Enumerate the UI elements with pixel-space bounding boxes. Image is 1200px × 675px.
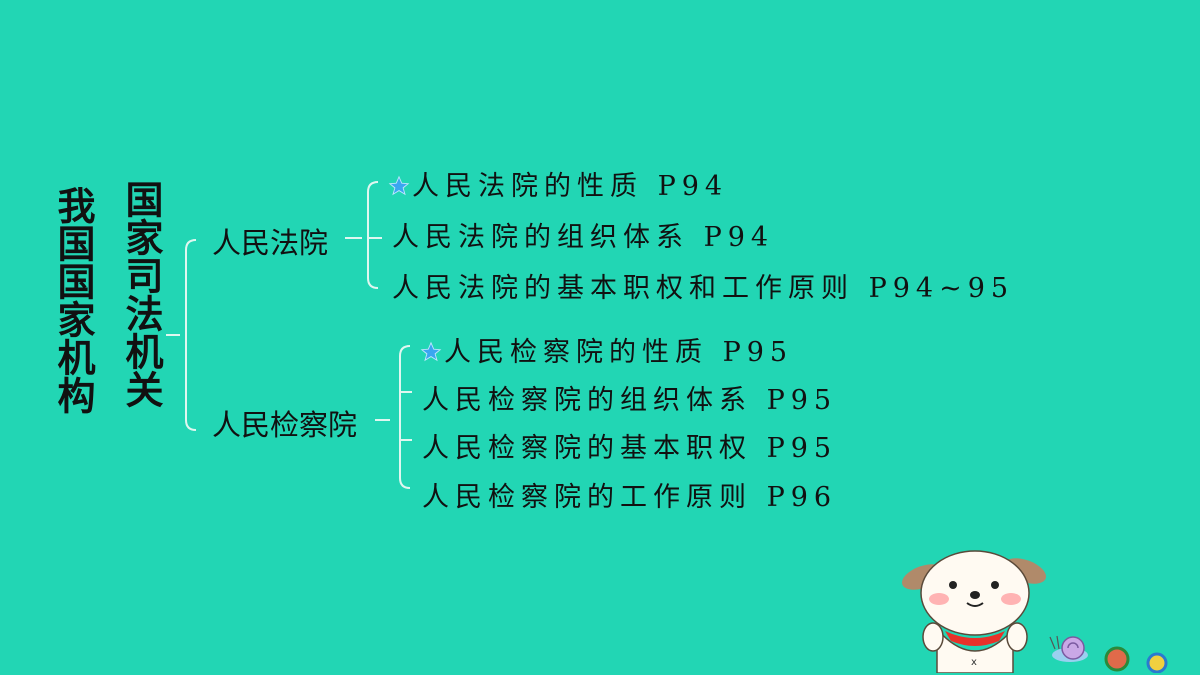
list-item-procuratorate-nature: 人民检察院的性质 P95 [420,330,793,369]
list-item-procuratorate-powers: 人民检察院的基本职权 P95 [422,433,838,464]
branch-people-court: 人民法院 [212,226,329,260]
list-item-text: 人民检察院的性质 P95 [444,337,794,368]
list-item-court-organization: 人民法院的组织体系 P94 [392,222,775,253]
list-item-text: 人民法院的性质 P94 [412,171,729,202]
list-item-court-nature: 人民法院的性质 P94 [388,164,728,203]
court-brace [345,181,379,289]
main-brace [166,239,197,431]
procuratorate-brace [375,345,411,489]
star-icon [420,341,442,362]
list-item-procuratorate-organization: 人民检察院的组织体系 P95 [422,385,838,416]
branch-people-procuratorate: 人民检察院 [212,408,358,442]
svg-text:x: x [971,657,977,668]
puppy-mascot-illustration: x [901,550,1168,673]
list-item-procuratorate-principles: 人民检察院的工作原则 P96 [422,482,838,513]
list-item-court-powers-principles: 人民法院的基本职权和工作原则 P94~95 [392,273,1015,304]
title-column-judicial-organs: 国家司法机关 [119,180,164,408]
star-icon [388,175,410,196]
title-column-state-organs: 我国国家机构 [51,186,96,414]
